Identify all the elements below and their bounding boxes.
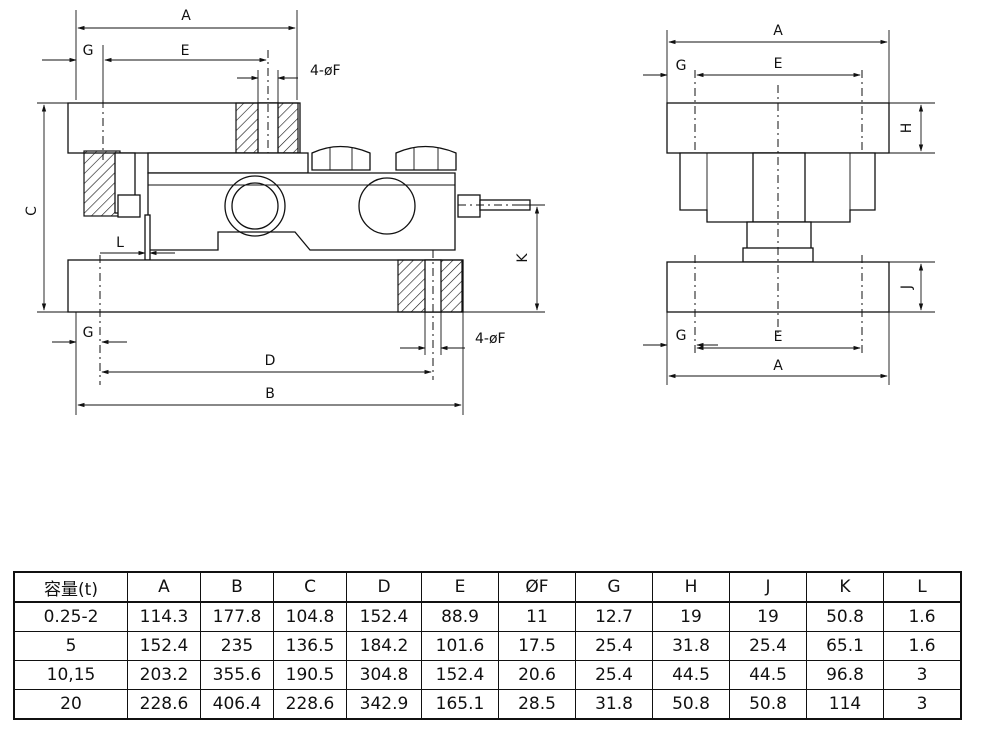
table-row: 10,15 203.2 355.6 190.5 304.8 152.4 20.6…: [13, 660, 962, 690]
table-cell: 19: [729, 601, 807, 632]
table-cell: 165.1: [421, 689, 499, 720]
left-bracket: [83, 150, 121, 217]
table-cell: 152.4: [346, 601, 422, 632]
header-d: D: [346, 571, 422, 603]
table-cell: 65.1: [806, 631, 884, 661]
bottom-plate: [67, 259, 464, 313]
end-dim-label-a-bottom: A: [773, 358, 783, 374]
table-cell: 5: [13, 631, 128, 661]
header-h: H: [652, 571, 730, 603]
header-b: B: [200, 571, 274, 603]
table-cell: 31.8: [652, 631, 730, 661]
header-j: J: [729, 571, 807, 603]
table-cell: 44.5: [729, 660, 807, 690]
end-dim-label-h: H: [899, 123, 915, 134]
beam-hole-left: [224, 175, 286, 237]
end-dim-label-g-bottom: G: [676, 328, 687, 344]
table-cell: 10,15: [13, 660, 128, 690]
nut-right: [395, 145, 457, 171]
dim-label-e: E: [181, 43, 190, 59]
end-dim-label-g-top: G: [676, 58, 687, 74]
dimension-table: 容量(t) A B C D E ØF G H J K L 0.25-2 114.…: [13, 571, 962, 720]
table-cell: 152.4: [127, 631, 201, 661]
table-cell: 50.8: [729, 689, 807, 720]
dim-label-f-bottom: 4-øF: [475, 331, 506, 347]
header-a: A: [127, 571, 201, 603]
table-cell: 342.9: [346, 689, 422, 720]
header-l: L: [883, 571, 962, 603]
end-view: A E G H J G E A: [643, 23, 935, 385]
table-header-row: 容量(t) A B C D E ØF G H J K L: [13, 571, 962, 603]
table-cell: 19: [652, 601, 730, 632]
dim-label-g-bottom: G: [83, 325, 94, 341]
table-row: 0.25-2 114.3 177.8 104.8 152.4 88.9 11 1…: [13, 601, 962, 632]
table-cell: 355.6: [200, 660, 274, 690]
end-dim-label-a-top: A: [773, 23, 783, 39]
table-cell: 114: [806, 689, 884, 720]
table-cell: 96.8: [806, 660, 884, 690]
table-cell: 25.4: [575, 631, 653, 661]
table-cell: 190.5: [273, 660, 347, 690]
dim-label-a: A: [181, 8, 191, 24]
table-cell: 20: [13, 689, 128, 720]
table-cell: 114.3: [127, 601, 201, 632]
table-cell: 304.8: [346, 660, 422, 690]
header-k: K: [806, 571, 884, 603]
header-capacity: 容量(t): [13, 571, 128, 603]
dim-label-c: C: [24, 206, 40, 216]
table-cell: 184.2: [346, 631, 422, 661]
beam-hole-right: [358, 177, 416, 235]
dim-label-d: D: [265, 353, 276, 369]
table-cell: 11: [498, 601, 576, 632]
dim-label-b: B: [265, 386, 275, 402]
end-dim-label-j: J: [899, 285, 915, 290]
table-cell: 3: [883, 660, 962, 690]
table-cell: 177.8: [200, 601, 274, 632]
table-cell: 101.6: [421, 631, 499, 661]
table-cell: 28.5: [498, 689, 576, 720]
cable-connector: [457, 194, 481, 218]
table-cell: 44.5: [652, 660, 730, 690]
table-cell: 88.9: [421, 601, 499, 632]
load-cell-beam: [147, 172, 456, 251]
table-cell: 1.6: [883, 601, 962, 632]
table-cell: 228.6: [273, 689, 347, 720]
header-e: E: [421, 571, 499, 603]
dim-label-k: K: [515, 253, 531, 263]
end-dim-label-e-bottom: E: [774, 329, 783, 345]
dim-label-g-top: G: [83, 43, 94, 59]
load-cell-mount-drawing: A E G 4-øF C L K G 4-øF: [24, 8, 935, 415]
end-neck: [746, 221, 812, 251]
table-cell: 104.8: [273, 601, 347, 632]
table-cell: 17.5: [498, 631, 576, 661]
dim-label-f-top: 4-øF: [310, 63, 341, 79]
table-cell: 25.4: [729, 631, 807, 661]
header-c: C: [273, 571, 347, 603]
dim-label-l: L: [116, 235, 124, 251]
header-g: G: [575, 571, 653, 603]
table-row: 20 228.6 406.4 228.6 342.9 165.1 28.5 31…: [13, 689, 962, 720]
table-cell: 1.6: [883, 631, 962, 661]
table-cell: 0.25-2: [13, 601, 128, 632]
side-view: A E G 4-øF C L K G 4-øF: [24, 8, 545, 415]
nut-left: [311, 145, 371, 171]
table-cell: 152.4: [421, 660, 499, 690]
header-f: ØF: [498, 571, 576, 603]
table-cell: 235: [200, 631, 274, 661]
table-cell: 228.6: [127, 689, 201, 720]
table-cell: 20.6: [498, 660, 576, 690]
table-cell: 136.5: [273, 631, 347, 661]
table-cell: 203.2: [127, 660, 201, 690]
table-cell: 50.8: [652, 689, 730, 720]
table-cell: 25.4: [575, 660, 653, 690]
table-cell: 12.7: [575, 601, 653, 632]
table-cell: 50.8: [806, 601, 884, 632]
table-cell: 406.4: [200, 689, 274, 720]
end-dim-label-e-top: E: [774, 56, 783, 72]
table-row: 5 152.4 235 136.5 184.2 101.6 17.5 25.4 …: [13, 631, 962, 661]
table-cell: 3: [883, 689, 962, 720]
table-cell: 31.8: [575, 689, 653, 720]
